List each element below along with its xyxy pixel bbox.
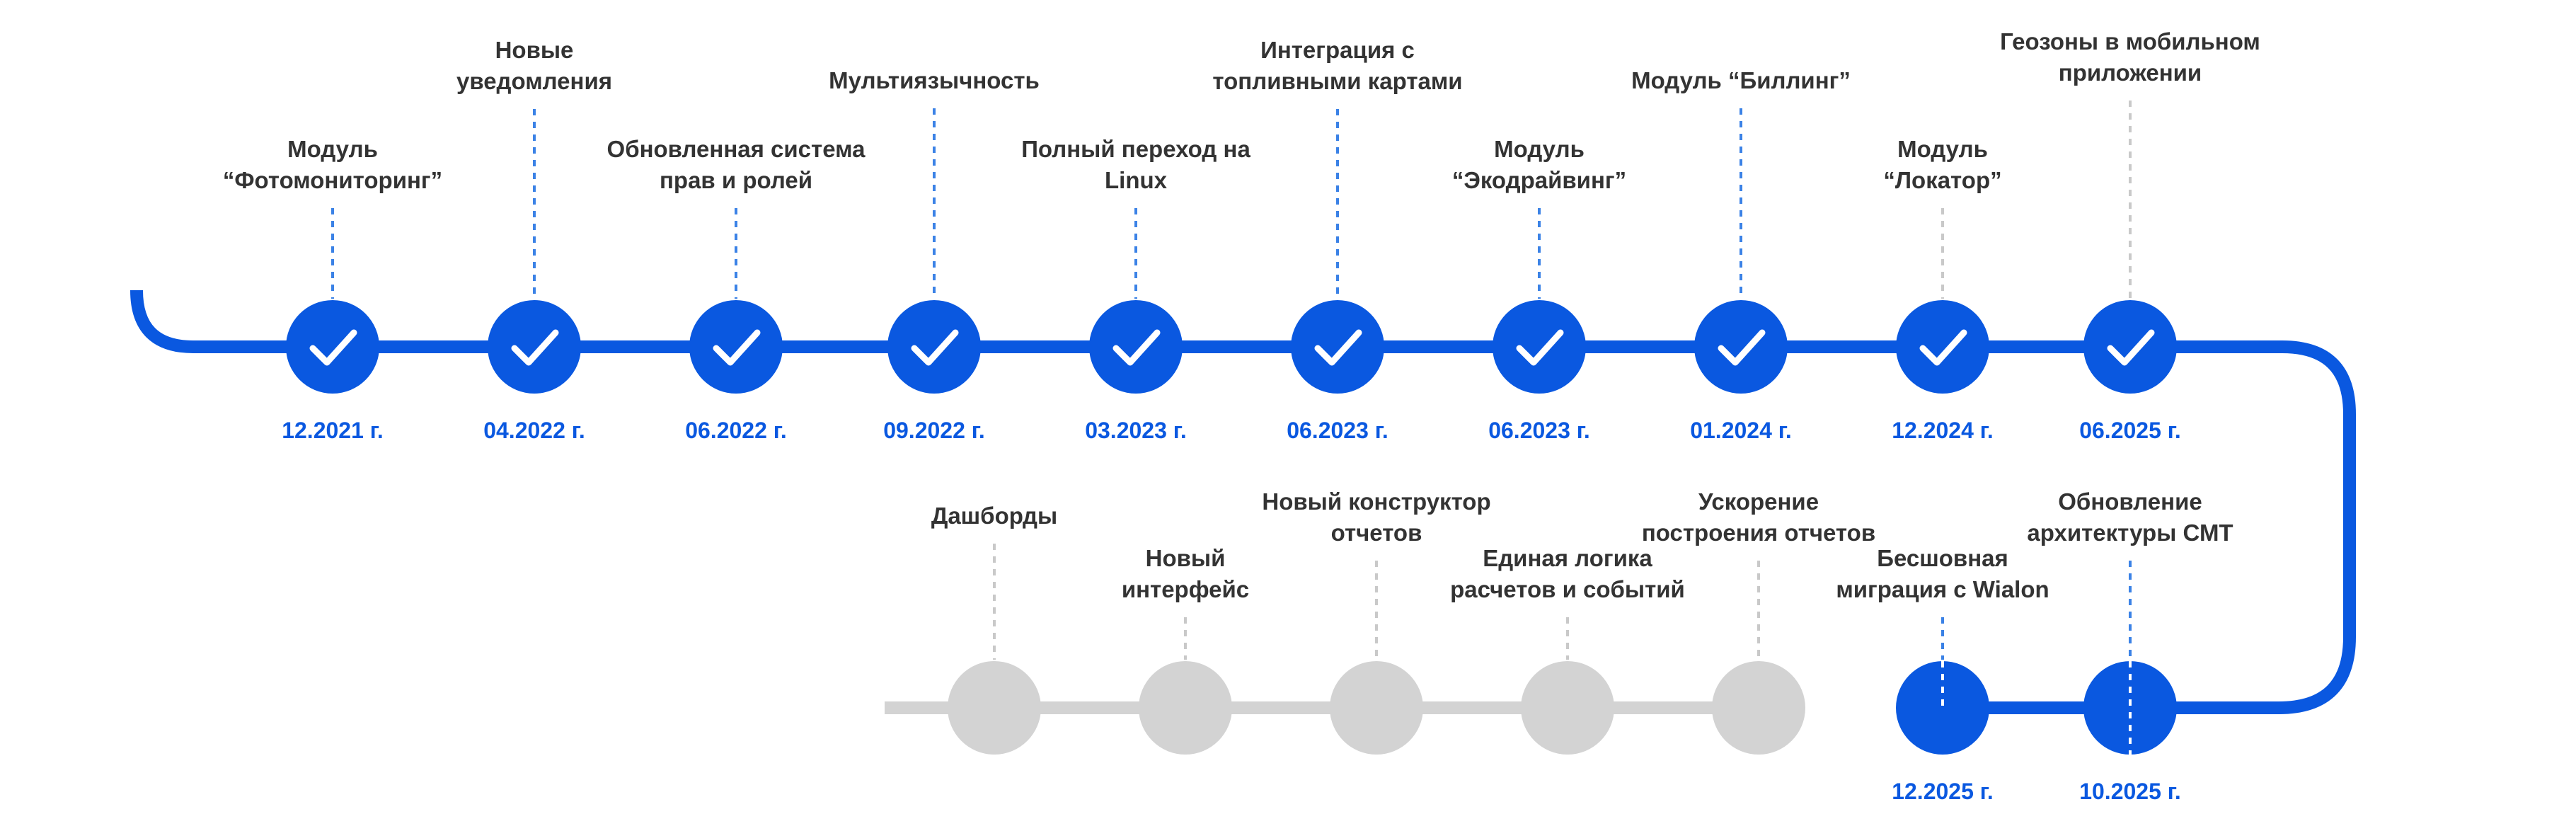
milestone-label: топливными картами [1212, 68, 1462, 94]
milestone-date: 06.2023 г. [1488, 418, 1590, 443]
milestone-label: Интеграция с [1260, 37, 1415, 63]
milestone-date: 12.2021 г. [282, 418, 384, 443]
check-icon [1516, 329, 1564, 366]
milestone-label: “Локатор” [1883, 167, 2001, 193]
milestone-date: 06.2023 г. [1287, 418, 1388, 443]
milestone-label: Новый конструктор [1262, 488, 1490, 515]
milestone: Интеграция с топливными картами 06.2023 г. [1212, 37, 1462, 443]
milestone: Модуль “Фотомониторинг” 12.2021 г. [223, 136, 442, 443]
milestone-label: Модуль [1897, 136, 1988, 162]
milestones-row-1: Модуль “Фотомониторинг” 12.2021 г. Новые уве… [223, 28, 2260, 443]
milestone-label: построения отчетов [1642, 520, 1875, 546]
milestone-date: 12.2024 г. [1892, 418, 1994, 443]
milestone: Модуль “Биллинг” 01.2024 г. [1631, 67, 1851, 443]
milestone-label: архитектуры СМТ [2027, 520, 2233, 546]
milestone-label: Модуль “Биллинг” [1631, 67, 1851, 93]
milestone-label: Обновление [2058, 488, 2202, 515]
milestone-label: Модуль [287, 136, 378, 162]
milestone: Бесшовная миграция с Wialon 12.2025 г. [1836, 545, 2049, 804]
milestone-done-circle [286, 300, 379, 394]
milestone-label: прав и ролей [660, 167, 812, 193]
milestone-label: интерфейс [1122, 576, 1249, 602]
milestone-date: 12.2025 г. [1892, 779, 1994, 804]
milestone-label: Единая логика [1483, 545, 1652, 571]
milestone-label: расчетов и событий [1450, 576, 1685, 602]
milestone: Ускорение построения отчетов [1642, 488, 1875, 755]
milestone: Обновленная система прав и ролей 06.2022 г… [607, 136, 866, 443]
check-icon [309, 329, 357, 366]
milestone-label: Модуль [1494, 136, 1585, 162]
milestone: Новые уведомления 04.2022 г. [456, 37, 612, 443]
milestone-date: 06.2025 г. [2079, 418, 2181, 443]
milestone-label: Бесшовная [1877, 545, 2008, 571]
milestone-planned-circle [1521, 661, 1614, 755]
check-icon [1919, 329, 1967, 366]
milestone-label: приложении [2059, 59, 2202, 86]
milestone-label: Дашборды [931, 503, 1057, 529]
milestone-done-circle [1896, 300, 1989, 394]
milestone-done-circle [1291, 300, 1384, 394]
milestone-label: Ускорение [1698, 488, 1819, 515]
milestone-date: 01.2024 г. [1690, 418, 1792, 443]
milestone: Мультиязычность 09.2022 г. [829, 67, 1040, 443]
milestone-done-circle [488, 300, 581, 394]
milestone-planned-circle [1330, 661, 1423, 755]
milestone-label: “Фотомониторинг” [223, 167, 442, 193]
milestone-done-circle [1896, 661, 1989, 755]
milestone: Полный переход на Linux 03.2023 г. [1021, 136, 1250, 443]
milestone-planned-circle [1139, 661, 1232, 755]
milestone-label: уведомления [456, 68, 612, 94]
milestone: Модуль “Локатор” 12.2024 г. [1883, 136, 2001, 443]
track-top-curve [130, 290, 2356, 714]
milestone-date: 09.2022 г. [883, 418, 985, 443]
check-icon [1314, 329, 1362, 366]
milestone-date: 06.2022 г. [685, 418, 787, 443]
milestone: Новый конструктор отчетов [1262, 488, 1491, 755]
milestone-label: Новые [495, 37, 574, 63]
milestone-done-circle [2083, 300, 2177, 394]
milestone-label: Новый [1146, 545, 1226, 571]
milestone: Обновление архитектуры СМТ 10.2025 г. [2027, 488, 2233, 804]
milestone-done-circle [689, 300, 783, 394]
milestone-date: 10.2025 г. [2079, 779, 2181, 804]
milestone-label: “Экодрайвинг” [1452, 167, 1626, 193]
milestone: Геозоны в мобильном приложении 06.2025 г. [2000, 28, 2260, 443]
milestone-date: 04.2022 г. [483, 418, 585, 443]
milestone: Единая логика расчетов и событий [1450, 545, 1685, 755]
check-icon [511, 329, 559, 366]
check-icon [1112, 329, 1161, 366]
check-icon [911, 329, 959, 366]
milestone-label: отчетов [1331, 520, 1422, 546]
milestone-done-circle [2083, 661, 2177, 755]
milestone-planned-circle [1712, 661, 1805, 755]
check-icon [713, 329, 761, 366]
milestone-done-circle [1089, 300, 1183, 394]
timeline-track [130, 117, 2356, 714]
milestone-label: Обновленная система [607, 136, 866, 162]
milestone-planned-circle [948, 661, 1041, 755]
milestone-label: Геозоны в мобильном [2000, 28, 2260, 55]
milestone: Новый интерфейс [1122, 545, 1249, 755]
milestone-label: Мультиязычность [829, 67, 1040, 93]
milestone: Дашборды [931, 503, 1057, 755]
milestone-label: Полный переход на [1021, 136, 1250, 162]
milestone-done-circle [1493, 300, 1586, 394]
check-icon [2107, 329, 2155, 366]
check-icon [1718, 329, 1766, 366]
milestone-date: 03.2023 г. [1085, 418, 1187, 443]
milestone-label: миграция с Wialon [1836, 576, 2049, 602]
milestone-done-circle [1694, 300, 1788, 394]
milestone-label: Linux [1105, 167, 1168, 193]
milestone: Модуль “Экодрайвинг” 06.2023 г. [1452, 136, 1626, 443]
milestone-done-circle [887, 300, 981, 394]
